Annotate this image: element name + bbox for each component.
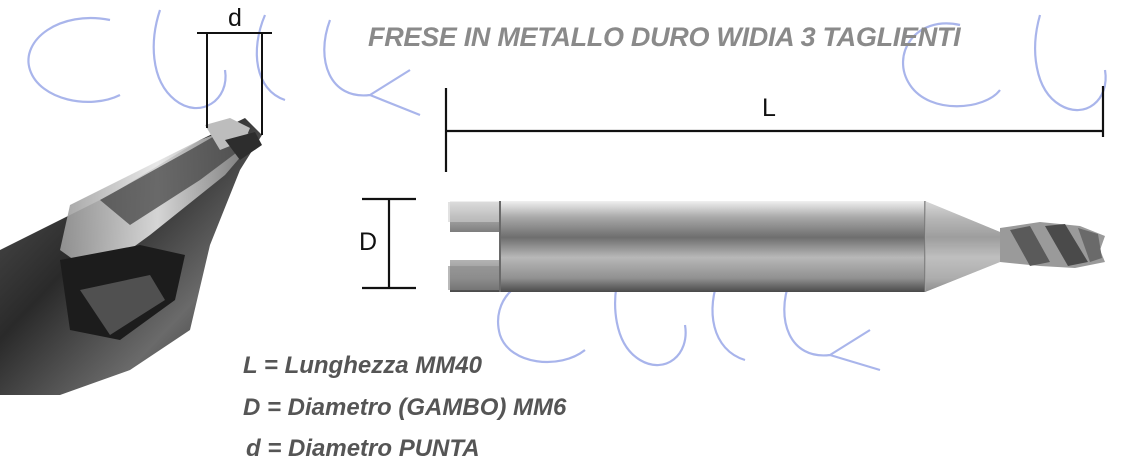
- page-title: FRESE IN METALLO DURO WIDIA 3 TAGLIENTI: [368, 22, 961, 52]
- cutter-closeup-image: [0, 118, 262, 395]
- watermark-logo: [27, 9, 1107, 372]
- tip-diameter-dimension: [197, 32, 272, 135]
- tip-diameter-label: d: [228, 4, 242, 32]
- length-dimension: [444, 86, 1105, 172]
- legend-length: L = Lunghezza MM40: [243, 352, 482, 379]
- shank-diameter-label: D: [359, 228, 378, 256]
- legend-tip-diameter: d = Diametro PUNTA: [246, 435, 480, 462]
- shank-diameter-dimension: [362, 197, 416, 290]
- legend-shank-diameter: D = Diametro (GAMBO) MM6: [243, 394, 567, 421]
- cutter-side-view: [448, 201, 1105, 292]
- length-label: L: [762, 94, 776, 122]
